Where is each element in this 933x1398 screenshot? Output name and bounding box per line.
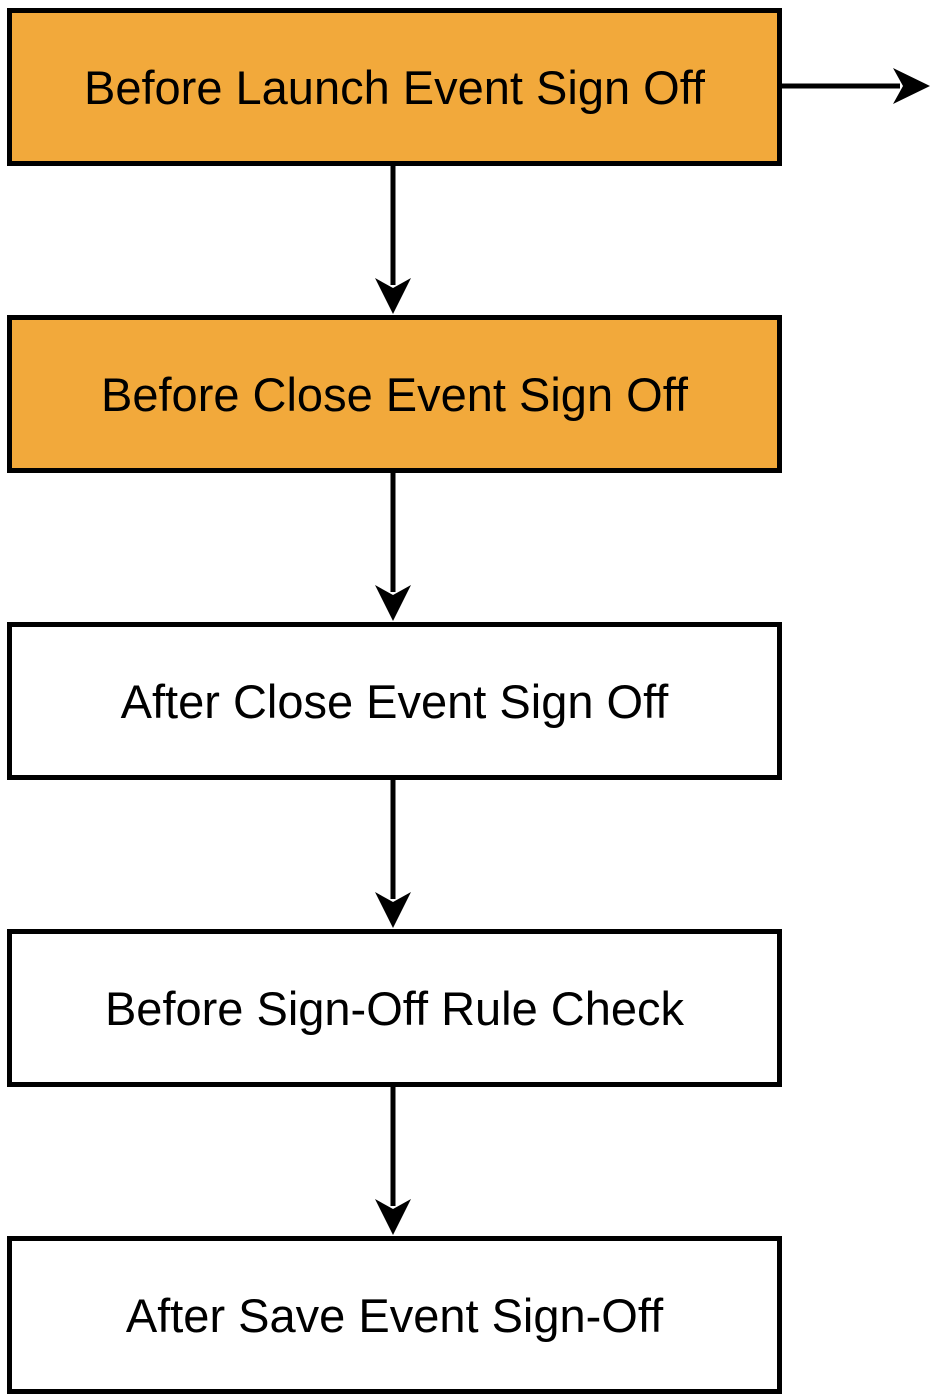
step-label: Before Close Event Sign Off xyxy=(101,367,688,421)
step-box-before-close-event-sign-off: Before Close Event Sign Off xyxy=(7,315,782,473)
flow-arrow-3 xyxy=(375,777,411,928)
flow-arrow-1 xyxy=(375,163,411,314)
exit-arrow xyxy=(777,68,930,104)
flow-arrow-4 xyxy=(375,1084,411,1235)
step-label: After Save Event Sign-Off xyxy=(125,1288,664,1342)
step-box-after-save-event-sign-off: After Save Event Sign-Off xyxy=(7,1236,782,1394)
step-label: Before Launch Event Sign Off xyxy=(84,60,705,114)
step-label: Before Sign-Off Rule Check xyxy=(104,981,685,1035)
step-box-before-launch-event-sign-off: Before Launch Event Sign Off xyxy=(7,8,782,166)
flow-arrow-2 xyxy=(375,470,411,621)
step-box-before-sign-off-rule-check: Before Sign-Off Rule Check xyxy=(7,929,782,1087)
step-label: After Close Event Sign Off xyxy=(120,674,669,728)
step-box-after-close-event-sign-off: After Close Event Sign Off xyxy=(7,622,782,780)
